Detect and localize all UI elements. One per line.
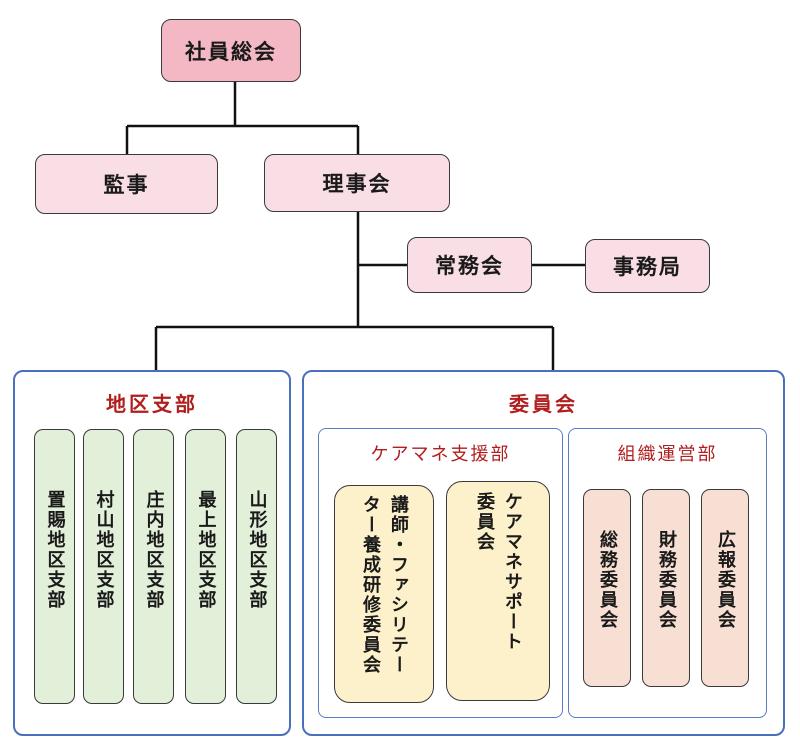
branches-panel: 地区支部 置賜地区支部 村山地区支部 庄内地区支部 最上地区支部 山形地区支部: [13, 370, 291, 736]
executive-committee-label: 常務会: [435, 254, 504, 278]
executive-committee-node: 常務会: [407, 237, 532, 293]
branch-label: 庄内地区支部: [143, 490, 165, 610]
committee-box: 講師・ファシリテー ター養成研修委員会: [334, 485, 434, 703]
branch-box: 庄内地区支部: [133, 429, 174, 704]
branch-box: 最上地区支部: [185, 429, 226, 704]
board-label: 理事会: [322, 172, 392, 196]
organization-panel: 組織運営部 総務委員会 財務委員会 広報委員会: [568, 428, 767, 718]
secretariat-label: 事務局: [613, 255, 682, 279]
branch-box: 置賜地区支部: [34, 429, 75, 704]
secretariat-node: 事務局: [585, 239, 710, 293]
auditor-label: 監事: [103, 173, 150, 197]
branch-box: 山形地区支部: [236, 429, 277, 704]
committee-label: 広報委員会: [714, 530, 736, 630]
auditor-node: 監事: [35, 154, 218, 214]
branch-label: 山形地区支部: [246, 490, 268, 610]
board-node: 理事会: [264, 154, 450, 212]
branches-title: 地区支部: [106, 392, 198, 416]
committees-panel: 委員会 ケアマネ支援部 講師・ファシリテー ター養成研修委員会 ケアマネサポート…: [302, 370, 785, 736]
branch-box: 村山地区支部: [83, 429, 124, 704]
committee-box: 広報委員会: [701, 489, 749, 687]
committees-title: 委員会: [509, 392, 578, 416]
committee-label: ケアマネサポート 委員会: [474, 492, 523, 652]
committee-label: 総務委員会: [596, 530, 618, 630]
general-meeting-node: 社員総会: [161, 19, 301, 82]
committee-box: 総務委員会: [583, 489, 631, 687]
branch-label: 最上地区支部: [195, 490, 217, 610]
committee-box: ケアマネサポート 委員会: [446, 481, 550, 701]
organization-title: 組織運営部: [617, 444, 718, 465]
branch-label: 置賜地区支部: [44, 490, 66, 610]
branch-label: 村山地区支部: [93, 490, 115, 610]
general-meeting-label: 社員総会: [185, 39, 277, 64]
care-support-panel: ケアマネ支援部 講師・ファシリテー ター養成研修委員会 ケアマネサポート 委員会: [318, 428, 563, 718]
care-support-title: ケアマネ支援部: [370, 444, 511, 465]
committee-box: 財務委員会: [642, 489, 690, 687]
committee-label: 講師・ファシリテー ター養成研修委員会: [360, 495, 409, 675]
committee-label: 財務委員会: [655, 530, 677, 630]
